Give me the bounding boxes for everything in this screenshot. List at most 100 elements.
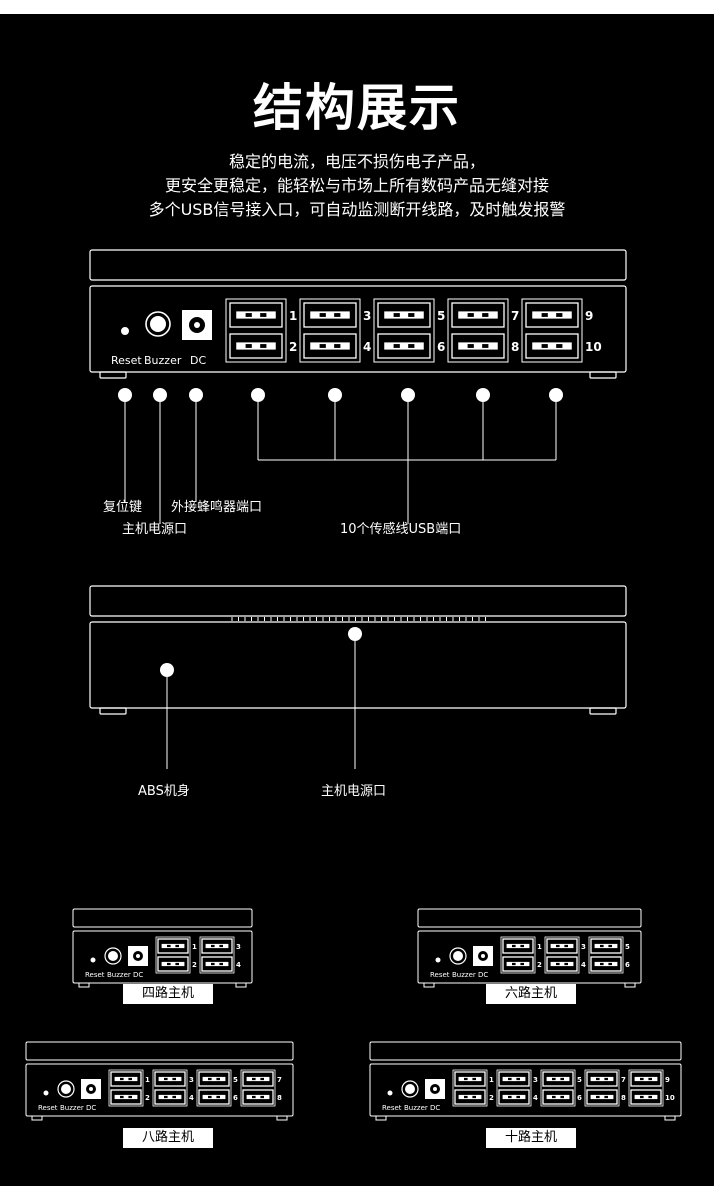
callout-top-main-power: 主机电源口 <box>321 784 387 799</box>
usb-port-icon <box>502 956 534 972</box>
usb-port-icon <box>157 956 189 972</box>
usb-port-icon <box>157 938 189 954</box>
buzzer-label: Buzzer <box>144 354 182 367</box>
svg-text:2: 2 <box>537 961 542 969</box>
usb-port-icon <box>242 1089 274 1105</box>
svg-text:10: 10 <box>665 1094 675 1102</box>
svg-text:5: 5 <box>577 1076 582 1084</box>
usb-port-icon <box>303 333 357 359</box>
subtitle-line-2: 更安全更稳定，能轻松与市场上所有数码产品无缝对接 <box>164 176 549 195</box>
svg-text:DC: DC <box>478 971 488 979</box>
vent-slots <box>231 617 486 621</box>
usb-port-icon <box>454 1071 486 1087</box>
port-number: 5 <box>437 309 445 323</box>
svg-text:8: 8 <box>277 1094 282 1102</box>
reset-label: Reset <box>111 354 142 367</box>
svg-text:Reset: Reset <box>430 971 450 979</box>
usb-port-icon <box>590 938 622 954</box>
callout-reset-key: 复位键 <box>103 500 143 515</box>
svg-text:2: 2 <box>145 1094 150 1102</box>
variant-label-10: 十路主机 <box>486 1128 576 1148</box>
subtitle-line-1: 稳定的电流，电压不损伤电子产品， <box>228 152 485 171</box>
buzzer-port-icon <box>145 311 171 337</box>
port-number: 6 <box>437 340 445 354</box>
svg-text:6: 6 <box>233 1094 238 1102</box>
usb-port-icon <box>498 1089 530 1105</box>
svg-text:4: 4 <box>581 961 586 969</box>
usb-port-icon <box>590 956 622 972</box>
usb-port-icon <box>546 938 578 954</box>
svg-text:4: 4 <box>189 1094 194 1102</box>
usb-port-icon <box>229 302 283 328</box>
usb-port-icon <box>110 1089 142 1105</box>
usb-port-icon <box>229 333 283 359</box>
port-number: 4 <box>363 340 371 354</box>
port-number: 10 <box>585 340 602 354</box>
usb-port-icon <box>525 302 579 328</box>
port-number: 3 <box>363 309 371 323</box>
variant-label-8: 八路主机 <box>123 1128 213 1148</box>
svg-text:DC: DC <box>430 1104 440 1112</box>
svg-text:5: 5 <box>233 1076 238 1084</box>
svg-text:9: 9 <box>665 1076 670 1084</box>
svg-text:6: 6 <box>577 1094 582 1102</box>
port-number: 2 <box>289 340 297 354</box>
svg-text:2: 2 <box>192 961 197 969</box>
callout-main-power: 主机电源口 <box>122 522 188 537</box>
svg-text:4: 4 <box>236 961 241 969</box>
usb-port-icon <box>451 302 505 328</box>
variant-label-6: 六路主机 <box>486 984 576 1004</box>
usb-port-icon <box>242 1071 274 1087</box>
dc-label: DC <box>190 354 206 367</box>
svg-text:Buzzer: Buzzer <box>404 1104 428 1112</box>
usb-port-icon <box>542 1071 574 1087</box>
usb-port-icon <box>201 956 233 972</box>
callout-dots <box>118 388 563 402</box>
svg-text:1: 1 <box>145 1076 150 1084</box>
svg-text:Buzzer: Buzzer <box>452 971 476 979</box>
svg-text:7: 7 <box>621 1076 626 1084</box>
callout-buzzer-port: 外接蜂鸣器端口 <box>171 500 263 515</box>
usb-port-icon <box>502 938 534 954</box>
variant-label-4: 四路主机 <box>123 984 213 1004</box>
svg-text:3: 3 <box>236 943 241 951</box>
usb-port-icon <box>110 1071 142 1087</box>
svg-text:DC: DC <box>86 1104 96 1112</box>
usb-port-icon <box>542 1089 574 1105</box>
port-number: 7 <box>511 309 519 323</box>
product-panel: 结构展示 稳定的电流，电压不损伤电子产品， 更安全更稳定，能轻松与市场上所有数码… <box>0 14 714 1186</box>
svg-text:3: 3 <box>533 1076 538 1084</box>
svg-text:4: 4 <box>533 1094 538 1102</box>
usb-port-icon <box>198 1071 230 1087</box>
callout-usb-ports: 10个传感线USB端口 <box>340 522 462 537</box>
svg-text:Reset: Reset <box>382 1104 402 1112</box>
usb-port-icon <box>377 302 431 328</box>
svg-text:3: 3 <box>189 1076 194 1084</box>
subtitle-line-3: 多个USB信号接入口，可自动监测断开线路，及时触发报警 <box>148 200 566 219</box>
usb-port-icon <box>525 333 579 359</box>
callout-lines <box>124 402 557 524</box>
usb-port-icon <box>201 938 233 954</box>
usb-port-icon <box>303 302 357 328</box>
svg-text:3: 3 <box>581 943 586 951</box>
svg-text:5: 5 <box>625 943 630 951</box>
usb-port-icon <box>630 1089 662 1105</box>
svg-text:1: 1 <box>489 1076 494 1084</box>
usb-port-icon <box>154 1089 186 1105</box>
reset-button-icon <box>121 327 129 335</box>
svg-text:Reset: Reset <box>85 971 105 979</box>
usb-port-icon <box>630 1071 662 1087</box>
usb-port-icon <box>454 1089 486 1105</box>
svg-text:2: 2 <box>489 1094 494 1102</box>
usb-port-icon <box>546 956 578 972</box>
usb-port-icon <box>586 1071 618 1087</box>
page-title: 结构展示 <box>253 79 461 137</box>
device-top-view <box>89 585 627 769</box>
callout-abs-body: ABS机身 <box>138 784 190 799</box>
